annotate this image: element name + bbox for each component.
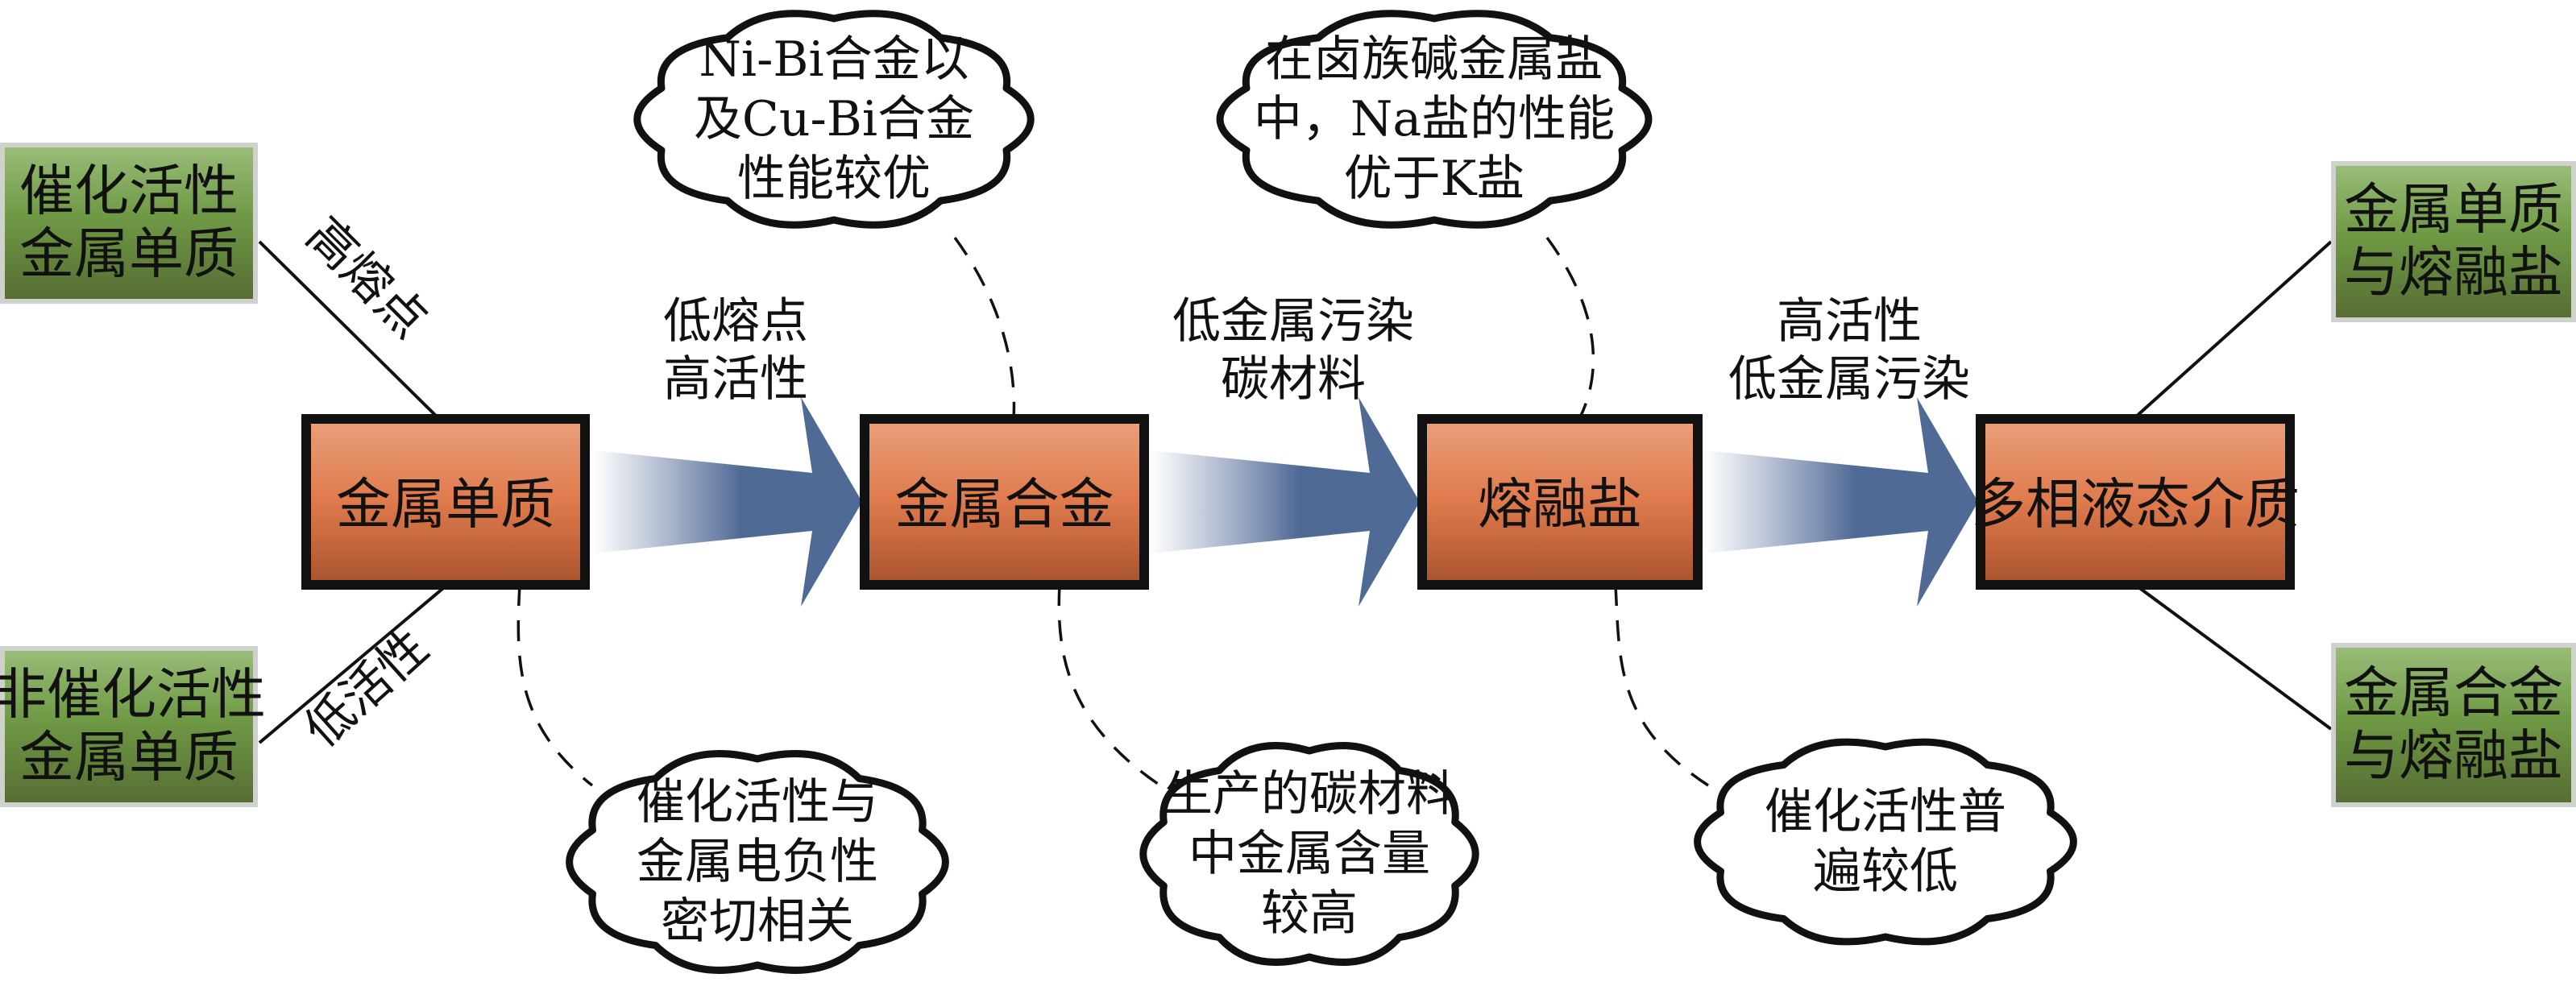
side-box-rect xyxy=(2331,643,2576,807)
cloud-shape xyxy=(566,750,949,974)
callout-line-top-2 xyxy=(1545,236,1595,420)
node-box xyxy=(1417,414,1703,590)
branch-line-right-top xyxy=(2134,240,2333,419)
node-label: 熔融盐 xyxy=(1478,474,1642,537)
flow-arrow xyxy=(593,397,862,607)
side-box-rect xyxy=(0,143,258,304)
side-box-label: 与熔融盐 xyxy=(2344,725,2563,789)
node-metal-alloy[interactable]: 金属合金 xyxy=(860,414,1149,590)
node-multiphase-liquid[interactable]: 多相液态介质 xyxy=(1971,414,2300,590)
side-box-label: 金属合金 xyxy=(2344,662,2563,726)
cloud-text: 生产的碳材料 xyxy=(1164,766,1454,822)
main-nodes: 金属单质 金属合金 熔融盐 多相液态介质 xyxy=(301,414,2300,590)
arrow-label: 高活性 xyxy=(1777,293,1922,350)
callout-line-bottom-3 xyxy=(1614,584,1709,787)
arrow-label: 低熔点 xyxy=(663,293,808,350)
side-box-label: 催化活性 xyxy=(19,160,239,224)
cloud-text: 及Cu-Bi合金 xyxy=(694,91,974,147)
side-box-label: 与熔融盐 xyxy=(2344,242,2563,305)
cloud-shape xyxy=(633,10,1035,229)
cloud-text: 催化活性普 xyxy=(1765,784,2006,840)
cloud-shape xyxy=(1216,10,1653,229)
branch-label-high-melting: 高熔点 xyxy=(296,207,438,350)
arrow-label: 低金属污染 xyxy=(1172,293,1414,350)
callout-clouds: Ni-Bi合金以及Cu-Bi合金性能较优在卤族碱金属盐中，Na盐的性能优于K盐催… xyxy=(566,10,2077,974)
side-box-label: 非催化活性 xyxy=(0,664,266,727)
node-box xyxy=(301,414,590,590)
cloud-shape xyxy=(1139,742,1479,966)
cloud-shape xyxy=(1694,738,2077,946)
cloud-text: 优于K盐 xyxy=(1344,151,1525,207)
node-box xyxy=(1976,414,2295,590)
cloud-text: 金属电负性 xyxy=(637,834,878,890)
node-box xyxy=(860,414,1149,590)
side-box-label: 金属单质 xyxy=(2344,179,2563,242)
cloud-text: 遍较低 xyxy=(1813,843,1958,900)
branch-line-left-bottom xyxy=(258,583,449,744)
branch-lines xyxy=(258,240,2333,744)
arrow-label: 碳材料 xyxy=(1221,351,1366,408)
callout-line-bottom-1 xyxy=(516,584,594,787)
callout-line-bottom-2 xyxy=(1057,584,1161,787)
node-label: 金属单质 xyxy=(336,474,555,537)
side-box-label: 金属单质 xyxy=(19,727,239,790)
callout-connectors xyxy=(516,236,1709,787)
cloud-text: 催化活性与 xyxy=(637,774,878,831)
side-box-rect xyxy=(2331,161,2576,322)
node-metal-element[interactable]: 金属单质 xyxy=(301,414,590,590)
cloud-text: 较高 xyxy=(1261,885,1358,942)
side-box-label: 金属单质 xyxy=(19,223,239,287)
arrow-label: 低金属污染 xyxy=(1728,351,1970,408)
flow-arrow xyxy=(1704,397,1978,607)
cloud-text: 性能较优 xyxy=(737,151,931,207)
branch-line-right-bottom xyxy=(2134,583,2333,731)
flow-arrow xyxy=(1151,397,1420,607)
callout-line-top-1 xyxy=(953,236,1016,420)
cloud-text: 中金属含量 xyxy=(1188,826,1430,882)
flow-arrows xyxy=(593,397,1978,607)
arrow-label: 高活性 xyxy=(663,351,808,408)
cloud-text: 密切相关 xyxy=(661,893,854,950)
node-label: 金属合金 xyxy=(894,474,1114,537)
side-box-rect xyxy=(0,646,258,807)
branch-line-left-top xyxy=(258,240,441,421)
branch-label-low-activity: 低活性 xyxy=(294,619,440,758)
cloud-text: 中，Na盐的性能 xyxy=(1254,91,1615,147)
node-label: 多相液态介质 xyxy=(1971,474,2300,537)
cloud-text: Ni-Bi合金以 xyxy=(699,31,969,88)
node-molten-salt[interactable]: 熔融盐 xyxy=(1417,414,1703,590)
cloud-text: 在卤族碱金属盐 xyxy=(1265,31,1603,88)
